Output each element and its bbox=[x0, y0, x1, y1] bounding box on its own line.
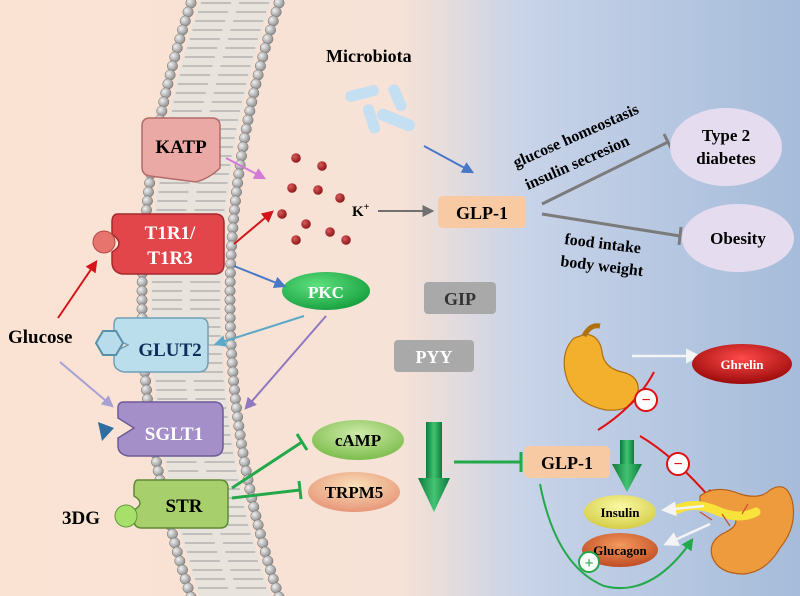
glp1-box-top bbox=[438, 196, 526, 228]
insulin-ellipse bbox=[584, 495, 656, 529]
glp1-to-pancreas-green-curve bbox=[539, 483, 694, 590]
minus-circle-pancreas bbox=[666, 452, 690, 476]
glucose-to-sglt1-arrow bbox=[59, 361, 114, 408]
microbiota-bacteria bbox=[345, 84, 415, 134]
katp-to-ions-arrow bbox=[225, 157, 267, 180]
k-ion-dot bbox=[277, 209, 287, 219]
microbiota-label: Microbiota bbox=[326, 46, 412, 66]
ghrelin-label: Ghrelin bbox=[720, 357, 764, 372]
3dg-label: 3DG bbox=[62, 508, 100, 529]
obesity-label: Obesity bbox=[710, 229, 766, 248]
3dg-ligand bbox=[114, 504, 138, 528]
ghrelin-ellipse bbox=[692, 344, 792, 384]
glucose-hexagon bbox=[94, 330, 125, 356]
green-down-arrow-right bbox=[612, 440, 642, 492]
glp1-label-top: GLP-1 bbox=[456, 203, 508, 223]
glp1-to-ghrelin-curve bbox=[597, 371, 655, 431]
pyy-box bbox=[394, 340, 474, 372]
trpm5-label: TRPM5 bbox=[325, 483, 384, 502]
pancreas-to-glucagon-arrow bbox=[663, 522, 711, 546]
minus-circle-ghrelin bbox=[634, 388, 658, 412]
trpm5-inhibit-bar bbox=[297, 480, 303, 500]
pkc-ellipse bbox=[282, 272, 370, 310]
camp-label: cAMP bbox=[335, 431, 381, 450]
potassium-ions bbox=[277, 153, 351, 245]
minus-sign-ghrelin: − bbox=[641, 392, 650, 409]
type2-label-line1: Type 2 bbox=[702, 126, 750, 145]
trpm5-ellipse bbox=[308, 472, 400, 512]
k-ion-dot bbox=[317, 161, 327, 171]
k-ion-dot bbox=[291, 153, 301, 163]
obesity-ellipse bbox=[682, 204, 794, 272]
pancreas-to-insulin-arrow bbox=[661, 501, 705, 517]
k-ion-dot bbox=[301, 219, 311, 229]
gip-box bbox=[424, 282, 496, 314]
t1r-to-pkc-arrow bbox=[233, 265, 287, 289]
k-ion-dot bbox=[341, 235, 351, 245]
glucose-label: Glucose bbox=[8, 327, 72, 348]
glp1-label-bottom: GLP-1 bbox=[541, 453, 593, 473]
pkc-to-sglt1-arrow bbox=[244, 315, 327, 410]
plus-sign: + bbox=[584, 555, 593, 572]
plus-circle bbox=[578, 551, 600, 573]
pkc-label: PKC bbox=[308, 283, 344, 302]
glucose-triangle bbox=[98, 422, 114, 441]
katp-channel: KATP bbox=[141, 117, 221, 183]
glucagon-label: Glucagon bbox=[593, 543, 647, 558]
k-ion-dot bbox=[291, 235, 301, 245]
microbiota-to-glp1-arrow bbox=[423, 145, 475, 174]
obesity-inhibit-bar bbox=[677, 226, 683, 246]
sglt1-label: SGLT1 bbox=[145, 424, 203, 445]
k-ion-label: K+ bbox=[352, 202, 370, 220]
glut2-transporter: GLUT2 bbox=[113, 317, 209, 373]
glucagon-ellipse bbox=[582, 533, 658, 567]
type2-diabetes-ellipse bbox=[670, 108, 782, 186]
t1r-label-line2: T1R3 bbox=[147, 248, 192, 269]
camp-inhibit-bar bbox=[295, 433, 309, 451]
katp-label: KATP bbox=[155, 137, 207, 158]
t1r-to-ions-arrow bbox=[233, 210, 274, 245]
insulin-label: Insulin bbox=[600, 505, 640, 520]
str-inhibit-trpm5-line bbox=[231, 488, 301, 500]
camp-ellipse bbox=[312, 420, 404, 460]
sglt1-transporter: SGLT1 bbox=[117, 401, 224, 457]
k-ion-dot bbox=[335, 193, 345, 203]
type2-label-line2: diabetes bbox=[696, 149, 756, 168]
glut2-label: GLUT2 bbox=[138, 340, 201, 361]
glp1-box-bottom bbox=[524, 446, 610, 478]
glp1-inhibit-obesity-line bbox=[541, 212, 681, 238]
str-label: STR bbox=[166, 496, 203, 517]
k-ion-dot bbox=[287, 183, 297, 193]
k-ion-dot bbox=[325, 227, 335, 237]
glucose-to-t1r-arrow bbox=[57, 260, 98, 319]
str-inhibit-camp-line bbox=[231, 440, 303, 490]
minus-sign-pancreas: − bbox=[673, 456, 682, 473]
pancreas-icon bbox=[671, 486, 795, 575]
k-ion-dot bbox=[313, 185, 323, 195]
str-receptor: STR bbox=[133, 479, 229, 529]
pyy-label: PYY bbox=[416, 347, 453, 367]
pkc-to-glut2-arrow bbox=[213, 315, 305, 347]
green-down-arrow-center bbox=[418, 422, 450, 512]
glp1-inhibit-diabetes-line bbox=[541, 140, 669, 206]
t1r-receptor: T1R1/ T1R3 bbox=[111, 213, 225, 275]
t1r-label-line1: T1R1/ bbox=[145, 223, 196, 244]
glucose-ligand-t1r bbox=[92, 230, 116, 254]
gip-label: GIP bbox=[444, 289, 476, 309]
